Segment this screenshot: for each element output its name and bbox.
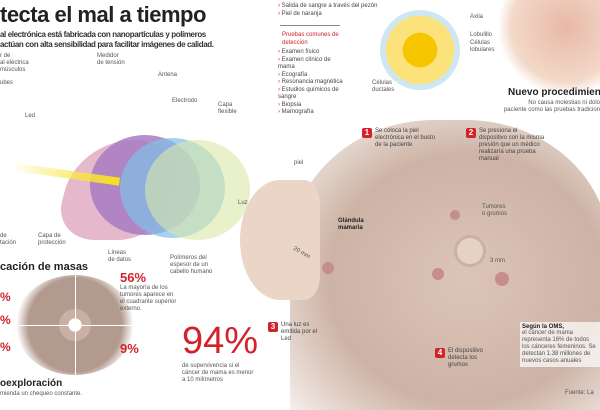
divider (280, 25, 340, 26)
test-item: Biopsia (278, 102, 348, 110)
label-light: Luz (238, 200, 248, 206)
procedure-desc-line: No causa molestias ni dolo (528, 100, 600, 106)
label-3mm: 3 mm (490, 258, 505, 264)
subtitle-line-1: al electrónica está fabricada con nanopa… (0, 30, 206, 39)
desc-56: La mayoría de los tumores aparece en el … (120, 285, 177, 312)
step-number: 2 (466, 128, 476, 138)
label-tension: Medidor de tensión (97, 53, 125, 66)
survival-desc: de supervivencia si el cáncer de mama es… (182, 363, 254, 383)
label-tubes: ubes (0, 80, 14, 86)
label-mammary-gland: Glándula mamaria (338, 218, 364, 231)
label-lobular-cells: Células lobulares (470, 40, 495, 53)
pct-left-bottom: % (0, 340, 11, 354)
tests-list: Examen físicoExamen clínico de mama Ecog… (278, 49, 348, 117)
tests-heading: Pruebas comunes de detección (282, 32, 339, 46)
test-item: Examen físico (278, 49, 348, 57)
subtitle-line-2: actúan con alta sensibilidad para facili… (0, 40, 214, 49)
tumor-dot (432, 268, 444, 280)
procedure-desc-line: paciente como las pruebas tradicion (503, 107, 600, 113)
lobule-illustration (380, 10, 460, 90)
step-number: 3 (268, 322, 278, 332)
pct-left-middle: % (0, 313, 11, 327)
who-title: Según la OMS, (522, 324, 565, 330)
tumor-dot (450, 210, 460, 220)
test-item: Examen clínico de mama (278, 57, 348, 72)
label-axilla: Axila (470, 14, 484, 20)
step-text: Se presiona el dispositivo con la misma … (479, 128, 545, 162)
selfexam-title: oexploración (0, 378, 63, 389)
label-skin: piel (294, 160, 304, 166)
masses-title: cación de masas (0, 261, 89, 273)
label-electrode: Electrodo (172, 98, 198, 104)
pct-56: 56% (120, 270, 147, 285)
page-title: tecta el mal a tiempo (0, 2, 206, 27)
electronic-skin-layers (51, 130, 255, 240)
label-protection-left: de tación (0, 233, 17, 246)
survival-pct: 94% (182, 320, 259, 362)
label-tumors: Tumores o grumos (482, 204, 508, 217)
test-item: Mamografía (278, 109, 348, 117)
label-flexible-layer: Capa flexible (218, 102, 237, 115)
pct-left-top: % (0, 290, 11, 304)
who-text: el cáncer de mama representa 16% de todo… (522, 330, 596, 364)
label-polymers: Polímeros del espesor de un cabello huma… (170, 255, 213, 275)
nipple (457, 238, 483, 264)
step-text: Se coloca la piel electrónica en el bust… (375, 128, 436, 148)
label-lobule: Lobulillo (470, 32, 493, 38)
symptom-item: Piel de naranja (278, 11, 377, 19)
skin-patch (240, 180, 320, 300)
step-text: El dispositivo detecta los grumos (448, 348, 484, 368)
label-ductal-cells: Células ductales (372, 80, 395, 93)
test-item: Resonancia magnética (278, 79, 348, 87)
tumor-dot (495, 272, 509, 286)
step-number: 1 (362, 128, 372, 138)
step-number: 4 (435, 348, 445, 358)
step-text: Una luz es emitida por el Led (281, 322, 318, 342)
label-protection-layer: Capa de protección (38, 233, 66, 246)
subtitle: al electrónica está fabricada con nanopa… (0, 30, 214, 50)
symptom-item: Salida de sangre a través del pezón (278, 3, 378, 11)
procedure-title: Nuevo procedimien (508, 87, 600, 98)
pct-9: 9% (120, 341, 139, 356)
tumor-dot (322, 262, 334, 274)
source: Fuente: La (565, 390, 594, 396)
label-data-lines: Líneas de datos (108, 250, 132, 263)
who-box: Según la OMS, el cáncer de mama represen… (520, 322, 600, 367)
quadrant-diagram (15, 275, 135, 375)
label-led: Led (25, 113, 36, 119)
symptoms-list: Salida de sangre a través del pezónPiel … (278, 3, 378, 19)
label-antenna: Antena (158, 72, 178, 78)
selfexam-desc: mienda un chequeo constante. (0, 391, 83, 397)
test-item: Ecografía (278, 72, 348, 80)
test-item: Estudios químicos de sangre (278, 87, 348, 102)
label-sensor: r de al eléctrica músculos (0, 53, 29, 73)
breast-cross-section (500, 0, 600, 90)
